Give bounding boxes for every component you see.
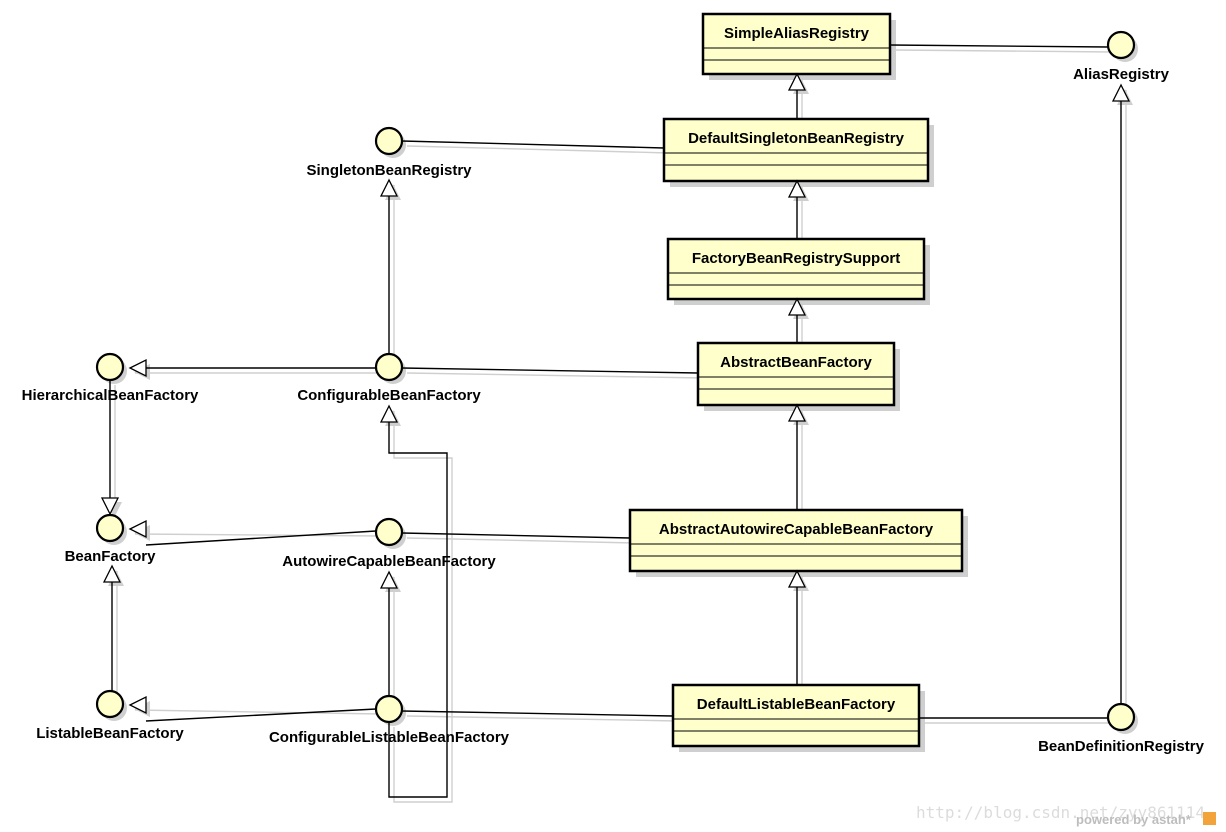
interface-hierarchical-circle[interactable] (95, 352, 125, 382)
class-simple-alias[interactable] (701, 12, 892, 76)
generalization-listable-to-bean-factory-arrowhead (102, 564, 122, 583)
class-default-singleton-box[interactable] (662, 117, 930, 183)
generalization-hierarchical-to-bean-factory-arrowhead (100, 497, 120, 516)
astah-logo-icon (1203, 812, 1216, 825)
interface-hierarchical-label: HierarchicalBeanFactory (22, 387, 199, 404)
generalization-autowire-capable-to-bean-factory-arrowhead (128, 519, 147, 539)
interface-alias-registry-circle[interactable] (1106, 30, 1136, 60)
realization-abstract-bean-factory-to-configurable-shadow (406, 372, 704, 379)
generalization-configurable-listable-to-listable-line (145, 708, 377, 722)
class-abstract-autowire-name: AbstractAutowireCapableBeanFactory (659, 521, 934, 538)
class-abstract-bean-factory-name: AbstractBeanFactory (720, 354, 872, 371)
interface-autowire-capable-label: AutowireCapableBeanFactory (282, 553, 496, 570)
class-default-singleton-name: DefaultSingletonBeanRegistry (688, 130, 905, 147)
interface-autowire-capable-circle[interactable] (374, 517, 404, 547)
generalization-configurable-to-hierarchical-arrowhead (128, 358, 147, 378)
generalization-configurable-to-singleton-registry-arrowhead (379, 178, 399, 197)
generalization-configurable-listable-to-listable-shadow (134, 709, 382, 715)
interface-configurable-listable-circle[interactable] (374, 694, 404, 724)
realization-default-singleton-to-singleton-registry-shadow (406, 145, 670, 154)
realization-abstract-bean-factory-to-configurable-line (401, 367, 699, 374)
interface-configurable-circle[interactable] (374, 352, 404, 382)
class-default-listable-box[interactable] (671, 683, 921, 748)
realization-abstract-autowire-to-autowire-capable-shadow (406, 537, 636, 544)
interface-listable-circle[interactable] (95, 689, 125, 719)
generalization-configurable-listable-to-configurable-shadow (393, 411, 453, 803)
realization-simple-alias-to-alias-registry-shadow (894, 49, 1114, 53)
generalization-default-listable-to-abstract-autowire-arrowhead (787, 569, 807, 588)
interface-alias-registry-label: AliasRegistry (1073, 66, 1170, 83)
generalization-autowire-capable-to-bean-factory-shadow (134, 533, 382, 537)
realization-abstract-autowire-to-autowire-capable-line (401, 532, 631, 539)
generalization-configurable-listable-to-autowire-capable-arrowhead (379, 570, 399, 589)
class-factory-bean-support-name: FactoryBeanRegistrySupport (692, 250, 900, 267)
interface-bean-definition-registry-label: BeanDefinitionRegistry (1038, 738, 1205, 755)
generalization-abstract-bean-factory-to-factory-bean-support-arrowhead (787, 297, 807, 316)
generalization-default-singleton-to-simple-alias-arrowhead (787, 72, 807, 91)
interface-configurable-label: ConfigurableBeanFactory (297, 387, 481, 404)
class-abstract-bean-factory-box[interactable] (696, 341, 896, 407)
interface-singleton-registry-circle[interactable] (374, 126, 404, 156)
class-factory-bean-support-box[interactable] (666, 237, 926, 301)
watermark-url: http://blog.csdn.net/zyy861114 (916, 803, 1205, 822)
interface-bean-factory-circle[interactable] (95, 513, 125, 543)
class-factory-bean-support[interactable] (666, 237, 926, 301)
interface-singleton-registry-label: SingletonBeanRegistry (306, 162, 472, 179)
class-abstract-bean-factory[interactable] (696, 341, 896, 407)
generalization-configurable-listable-to-listable-arrowhead (128, 695, 147, 715)
class-default-listable[interactable] (671, 683, 921, 748)
class-default-singleton[interactable] (662, 117, 930, 183)
generalization-factory-bean-support-to-default-singleton-arrowhead (787, 179, 807, 198)
generalization-abstract-autowire-to-abstract-bean-factory-arrowhead (787, 403, 807, 422)
class-simple-alias-name: SimpleAliasRegistry (724, 25, 870, 42)
generalization-bean-definition-registry-to-alias-registry-arrowhead (1111, 83, 1131, 102)
generalization-configurable-listable-to-configurable-line (388, 422, 448, 798)
interface-listable-label: ListableBeanFactory (36, 725, 184, 742)
generalization-configurable-listable-to-configurable-arrowhead (379, 404, 399, 423)
powered-by-label: powered by astah* (1076, 812, 1192, 827)
interface-bean-factory-label: BeanFactory (65, 548, 157, 565)
interface-bean-definition-registry-circle[interactable] (1106, 702, 1136, 732)
class-abstract-autowire-box[interactable] (628, 508, 964, 573)
realization-default-singleton-to-singleton-registry-line (401, 140, 665, 149)
realization-simple-alias-to-alias-registry-line (889, 44, 1109, 48)
realization-default-listable-to-configurable-listable-line (401, 710, 674, 717)
generalization-autowire-capable-to-bean-factory-line (145, 530, 377, 546)
class-simple-alias-box[interactable] (701, 12, 892, 76)
class-default-listable-name: DefaultListableBeanFactory (697, 696, 896, 713)
class-abstract-autowire[interactable] (628, 508, 964, 573)
interface-configurable-listable-label: ConfigurableListableBeanFactory (269, 729, 510, 746)
